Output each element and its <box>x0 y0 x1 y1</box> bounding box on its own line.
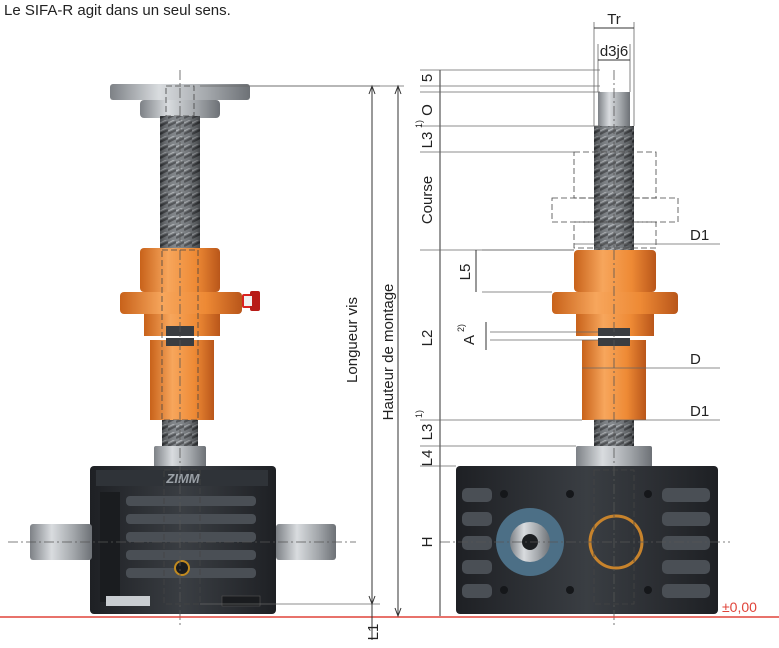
l3-bottom-sup: 1) <box>414 410 424 418</box>
dim-l1: L1 <box>365 604 382 640</box>
l3-bottom-label: L3 <box>419 424 436 441</box>
nut-left <box>120 248 242 421</box>
o-label: O <box>419 104 436 116</box>
seal-indicator <box>242 291 260 311</box>
d3j6-label: d3j6 <box>600 43 628 60</box>
d1-bottom-label: D1 <box>690 403 709 420</box>
l3-top-sup: 1) <box>414 120 424 128</box>
gearbox-left: ZIMM <box>90 466 276 614</box>
nut-right <box>552 250 678 420</box>
gearbox-right <box>456 466 718 614</box>
longueur-vis-label: Longueur vis <box>344 297 361 383</box>
right-view <box>440 70 730 628</box>
left-view: ZIMM <box>8 70 356 628</box>
a-sup: 2) <box>456 324 466 332</box>
l3-top-label: L3 <box>419 132 436 149</box>
h-label: H <box>419 537 436 548</box>
course-ghost <box>551 151 679 249</box>
dim-longueur-vis: Longueur vis <box>200 84 380 606</box>
tr-label: Tr <box>607 11 621 28</box>
caption: Le SIFA-R agit dans un seul sens. <box>4 2 231 19</box>
l1-label: L1 <box>365 624 382 641</box>
brand-logo: ZIMM <box>165 471 200 486</box>
l4-label: L4 <box>419 450 436 467</box>
dim-top: Tr d3j6 <box>593 11 635 126</box>
dim-hauteur-montage: Hauteur de montage <box>250 84 404 618</box>
d-label: D <box>690 351 701 368</box>
five-label: 5 <box>419 74 436 82</box>
dim-diameters: D1 D D1 <box>574 227 720 421</box>
l2-label: L2 <box>419 330 436 347</box>
l5-label: L5 <box>457 264 474 281</box>
a-label: A <box>461 335 478 345</box>
course-label: Course <box>419 176 436 224</box>
zero-label: ±0,00 <box>722 599 757 615</box>
dim-stack: 5 O L3 1) Course L2 L5 A 2) L3 1) L4 H <box>414 69 600 616</box>
d1-top-label: D1 <box>690 227 709 244</box>
hauteur-montage-label: Hauteur de montage <box>380 284 397 421</box>
shaft-end-left <box>30 524 92 560</box>
